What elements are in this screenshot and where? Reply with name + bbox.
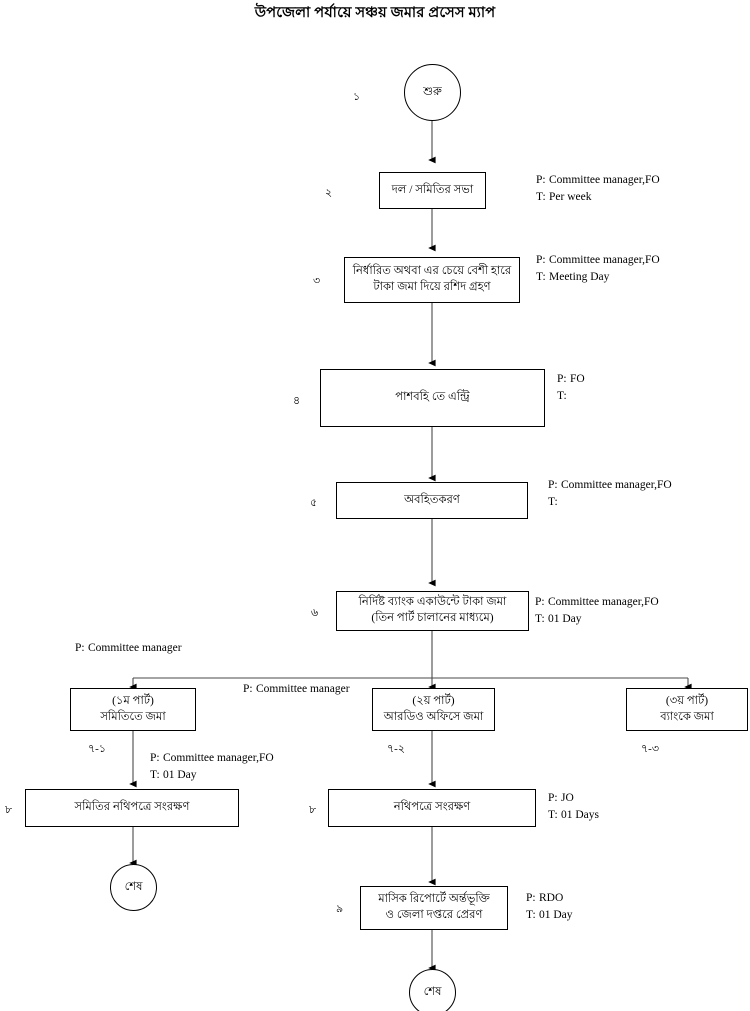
annotation-step-3-p-value: Committee manager,FO <box>549 254 660 266</box>
annotation-step-6-p-value: Committee manager,FO <box>548 596 659 608</box>
process-node-9: মাসিক রিপোর্টে অর্ন্তভূক্তি ও জেলা দপ্তর… <box>360 886 508 930</box>
process-node-3-line1: নির্ধারিত অথবা এর চেয়ে বেশী হারে <box>352 265 512 278</box>
step-number-2: ২ <box>325 187 333 199</box>
process-node-3-line2: টাকা জমা দিয়ে রশিদ গ্রহণ <box>373 281 491 293</box>
annotation-step-3-p-key: P: <box>536 254 546 266</box>
process-node-7-2-line1: (২য় পার্ট) <box>412 694 455 707</box>
annotation-branch-1-p-key: P: <box>75 642 85 654</box>
start-terminator: শুরু <box>404 64 461 121</box>
annotation-step-6: P:Committee manager,FO T:01 Day <box>535 594 659 627</box>
annotation-step-6-p-key: P: <box>535 596 545 608</box>
step-number-4: ৪ <box>293 395 301 407</box>
annotation-step-4-t-key: T: <box>557 389 567 402</box>
page-title: উপজেলা পর্যায়ে সঞ্চয় জমার প্রসেস ম্যাপ <box>254 5 496 21</box>
annotation-step-4-p-value: FO <box>570 373 585 385</box>
annotation-step-5-p-key: P: <box>548 479 558 491</box>
annotation-step-9-t-value: 01 Day <box>539 908 573 921</box>
annotation-step-2-t-key: T: <box>536 190 546 203</box>
step-number-8-left: ৮ <box>5 804 13 816</box>
annotation-step-8-mid: P:JO T:01 Days <box>548 790 599 823</box>
process-node-7-2: (২য় পার্ট) আরডিও অফিসে জমা <box>372 688 495 731</box>
process-node-8-mid-line1: নথিপত্রে সংরক্ষণ <box>393 801 471 814</box>
process-node-3: নির্ধারিত অথবা এর চেয়ে বেশী হারে টাকা জ… <box>344 257 520 303</box>
process-node-7-1-line1: (১ম পার্ট) <box>112 694 154 707</box>
step-number-9: ৯ <box>336 903 344 915</box>
process-node-6: নির্দিষ্ট ব্যাংক একাউন্টে টাকা জমা (তিন … <box>336 591 529 631</box>
annotation-step-5: P:Committee manager,FO T: <box>548 477 672 510</box>
annotation-step-9-p-value: RDO <box>539 892 564 904</box>
annotation-step-9: P:RDO T:01 Day <box>526 890 573 923</box>
annotation-branch-1-p-value: Committee manager <box>88 642 182 654</box>
annotation-step-3-t-value: Meeting Day <box>549 270 610 283</box>
annotation-step-2-t-value: Per week <box>549 190 592 203</box>
annotation-step-2-p-value: Committee manager,FO <box>549 174 660 186</box>
annotation-step-8-left: P:Committee manager,FO T:01 Day <box>150 750 274 783</box>
annotation-step-3: P:Committee manager,FO T:Meeting Day <box>536 252 660 285</box>
process-node-2: দল / সমিতির সভা <box>379 172 486 209</box>
process-node-8-mid: নথিপত্রে সংরক্ষণ <box>328 789 536 827</box>
process-node-6-line2: (তিন পার্ট চালানের মাধ্যমে) <box>371 612 494 624</box>
annotation-step-9-p-key: P: <box>526 892 536 904</box>
annotation-step-4-p-key: P: <box>557 373 567 385</box>
annotation-branch-1: P:Committee manager <box>75 640 182 657</box>
annotation-branch-2-p-value: Committee manager <box>256 683 350 695</box>
process-node-9-line2: ও জেলা দপ্তরে প্রেরণ <box>385 909 483 921</box>
annotation-step-6-t-value: 01 Day <box>548 612 582 625</box>
step-number-7-3: ৭-৩ <box>641 743 659 755</box>
step-number-6: ৬ <box>311 607 319 619</box>
step-number-8-mid: ৮ <box>309 804 317 816</box>
annotation-step-8-mid-t-key: T: <box>548 808 558 821</box>
process-node-7-3-line1: (৩য় পার্ট) <box>665 694 709 707</box>
end-terminator-mid: শেষ <box>409 969 456 1011</box>
step-number-5: ৫ <box>310 497 318 509</box>
annotation-step-5-t-key: T: <box>548 495 558 508</box>
annotation-step-8-left-t-key: T: <box>150 768 160 781</box>
process-node-4: পাশবহি তে এন্ট্রি <box>320 369 545 427</box>
annotation-step-8-mid-p-key: P: <box>548 792 558 804</box>
end-terminator-left-label: শেষ <box>124 881 143 893</box>
annotation-step-8-mid-t-value: 01 Days <box>561 808 600 821</box>
process-node-7-3: (৩য় পার্ট) ব্যাংকে জমা <box>626 688 748 731</box>
process-node-2-line1: দল / সমিতির সভা <box>391 183 474 196</box>
process-node-7-1-line2: সমিতিতে জমা <box>100 710 166 723</box>
annotation-step-8-left-t-value: 01 Day <box>163 768 197 781</box>
annotation-step-6-t-key: T: <box>535 612 545 625</box>
step-number-7-1: ৭-১ <box>88 743 106 755</box>
annotation-step-2: P:Committee manager,FO T:Per week <box>536 172 660 205</box>
annotation-step-8-mid-p-value: JO <box>561 792 574 804</box>
process-node-6-line1: নির্দিষ্ট ব্যাংক একাউন্টে টাকা জমা <box>358 596 507 609</box>
process-node-7-3-line2: ব্যাংকে জমা <box>660 710 714 723</box>
step-number-7-2: ৭-২ <box>387 743 405 755</box>
process-node-9-line1: মাসিক রিপোর্টে অর্ন্তভূক্তি <box>378 893 490 906</box>
annotation-branch-2-p-key: P: <box>243 683 253 695</box>
process-node-8-left-line1: সমিতির নথিপত্রে সংরক্ষণ <box>74 801 190 814</box>
start-label: শুরু <box>423 86 442 98</box>
process-node-7-1: (১ম পার্ট) সমিতিতে জমা <box>70 688 196 731</box>
annotation-step-9-t-key: T: <box>526 908 536 921</box>
annotation-step-8-left-p-value: Committee manager,FO <box>163 752 274 764</box>
annotation-branch-2: P:Committee manager <box>243 681 350 698</box>
annotation-step-2-p-key: P: <box>536 174 546 186</box>
end-terminator-left: শেষ <box>110 864 157 911</box>
annotation-step-4: P:FO T: <box>557 371 585 404</box>
annotation-step-3-t-key: T: <box>536 270 546 283</box>
process-node-5-line1: অবহিতকরণ <box>404 493 460 506</box>
annotation-step-8-left-p-key: P: <box>150 752 160 764</box>
process-node-4-line1: পাশবহি তে এন্ট্রি <box>395 391 470 404</box>
end-terminator-mid-label: শেষ <box>423 986 442 998</box>
step-number-1: ১ <box>353 91 361 103</box>
annotation-step-5-p-value: Committee manager,FO <box>561 479 672 491</box>
process-node-8-left: সমিতির নথিপত্রে সংরক্ষণ <box>25 789 239 827</box>
step-number-3: ৩ <box>313 275 321 287</box>
process-node-5: অবহিতকরণ <box>336 482 528 519</box>
process-node-7-2-line2: আরডিও অফিসে জমা <box>383 710 484 723</box>
